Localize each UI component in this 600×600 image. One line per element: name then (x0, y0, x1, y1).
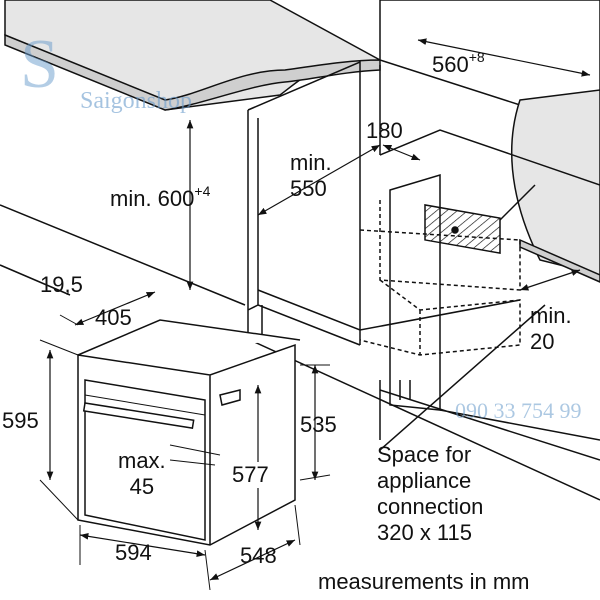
connection-box (424, 204, 501, 255)
handle-l1: max. (118, 448, 166, 473)
connection-l3: connection (377, 494, 484, 519)
gap-label: min.20 (530, 303, 572, 355)
oven (77, 319, 301, 546)
connection-l1: Space for (377, 442, 472, 467)
connection-l4: 320 x 115 (377, 520, 473, 545)
min-depth-l2: 550 (290, 176, 327, 201)
niche-width-tolerance: +8 (468, 49, 485, 65)
watermark-brand: Saigonshop (80, 88, 193, 114)
vent-label: 180 (366, 118, 403, 143)
niche-height-tolerance: +4 (194, 183, 211, 199)
niche-width-label: 560+8 (432, 44, 485, 78)
connection-note: Space for appliance connection 320 x 115 (377, 442, 483, 546)
gap-l2: 20 (530, 329, 555, 354)
countertop-right (379, 0, 600, 106)
watermark-logo: S (20, 26, 59, 103)
front-width-label: 594 (115, 540, 152, 565)
units-note: measurements in mm (318, 569, 530, 594)
connection-l2: appliance (377, 468, 472, 493)
niche-height-label: min. 600+4 (110, 178, 210, 212)
total-depth-label: 548 (240, 543, 277, 568)
body-depth-label: 405 (95, 305, 132, 330)
front-height-label: 595 (2, 408, 39, 433)
min-depth-l1: min. (290, 150, 332, 175)
handle-l2: 45 (129, 474, 155, 499)
front-offset-label: 19,5 (40, 272, 83, 297)
niche-height-value: min. 600 (110, 186, 195, 211)
oven-handle (82, 402, 195, 429)
watermark-phone: 090 33 754 99 (455, 398, 582, 423)
min-depth-label: min.550 (290, 150, 332, 202)
cabinet (247, 60, 361, 346)
body-height-label: 577 (232, 462, 269, 488)
back-height-label: 535 (300, 412, 337, 437)
handle-label: max.45 (118, 448, 166, 500)
gap-l1: min. (530, 303, 572, 328)
niche-width-value: 560 (432, 52, 469, 77)
